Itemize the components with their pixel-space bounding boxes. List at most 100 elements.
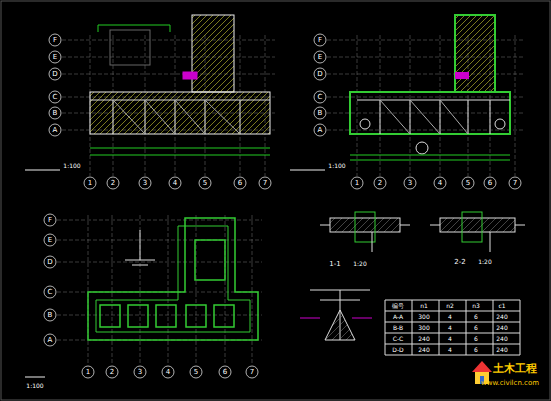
- axis-bubble: [462, 177, 474, 189]
- table-cell: 240: [496, 314, 507, 320]
- axis-bubble: [314, 91, 326, 103]
- axis-bubble: [190, 366, 202, 378]
- table-cell: 6: [474, 325, 478, 331]
- axis-bubble: [314, 51, 326, 63]
- scale-label: 1:20: [353, 261, 366, 267]
- table-cell: 240: [496, 336, 507, 342]
- axis-label: D: [52, 71, 57, 78]
- table-cell: n3: [472, 303, 480, 309]
- axis-line: [327, 113, 525, 114]
- axis-bubble: [44, 334, 56, 346]
- axis-line: [196, 215, 197, 365]
- axis-line: [112, 215, 113, 365]
- axis-label: 3: [138, 369, 142, 376]
- axis-label: C: [53, 94, 58, 101]
- axis-bubble: [82, 366, 94, 378]
- axis-label: 1: [86, 369, 90, 376]
- axis-bubble: [49, 107, 61, 119]
- axis-label: E: [48, 237, 52, 244]
- axis-bubble: [44, 234, 56, 246]
- table-cell: 4: [448, 325, 452, 331]
- table-cell: 4: [448, 347, 452, 353]
- axis-bubble: [314, 124, 326, 136]
- axis-line: [327, 130, 525, 131]
- axis-label: A: [48, 337, 53, 344]
- axis-line: [57, 220, 262, 221]
- axis-label: D: [317, 71, 322, 78]
- axis-bubble: [374, 177, 386, 189]
- axis-line: [88, 215, 89, 365]
- axis-bubble: [49, 34, 61, 46]
- table-cell: C-C: [393, 336, 404, 342]
- axis-label: B: [53, 110, 58, 117]
- table-cell: c1: [498, 303, 505, 309]
- table-cell: D-D: [392, 347, 403, 353]
- watermark: 土木工程: [493, 363, 537, 374]
- table-cell: n2: [446, 303, 454, 309]
- axis-label: B: [318, 110, 323, 117]
- axis-bubble: [219, 366, 231, 378]
- axis-label: 2: [110, 369, 114, 376]
- axis-label: 6: [238, 180, 242, 187]
- axis-label: 4: [166, 369, 170, 376]
- axis-label: 5: [203, 180, 207, 187]
- axis-bubble: [234, 177, 246, 189]
- axis-bubble: [49, 68, 61, 80]
- axis-label: 3: [143, 180, 147, 187]
- axis-label: 6: [223, 369, 227, 376]
- axis-label: C: [48, 289, 53, 296]
- scale-label: 1:100: [26, 383, 43, 389]
- scale-label: 1:100: [63, 163, 80, 169]
- axis-label: E: [318, 54, 322, 61]
- table-cell: 6: [474, 314, 478, 320]
- axis-label: B: [48, 312, 53, 319]
- scale-label: 1:20: [478, 259, 491, 265]
- axis-bubble: [404, 177, 416, 189]
- axis-bubble: [44, 214, 56, 226]
- axis-bubble: [509, 177, 521, 189]
- axis-bubble: [134, 366, 146, 378]
- table-cell: 6: [474, 347, 478, 353]
- scale-label: 1-1: [329, 261, 340, 268]
- table-cell: 6: [474, 336, 478, 342]
- axis-line: [62, 40, 275, 41]
- axis-bubble: [84, 177, 96, 189]
- axis-label: F: [53, 37, 57, 44]
- table-cell: A-A: [393, 314, 403, 320]
- axis-line: [62, 74, 275, 75]
- axis-bubble: [49, 91, 61, 103]
- table-cell: 240: [418, 336, 429, 342]
- axis-label: 4: [438, 180, 442, 187]
- axis-bubble: [44, 309, 56, 321]
- axis-label: 5: [194, 369, 198, 376]
- watermark: www.civilcn.com: [481, 380, 539, 387]
- axis-label: 2: [111, 180, 115, 187]
- axis-label: 6: [488, 180, 492, 187]
- axis-label: 1: [355, 180, 359, 187]
- axis-bubble: [44, 286, 56, 298]
- axis-bubble: [314, 107, 326, 119]
- axis-line: [225, 215, 226, 365]
- axis-label: 5: [466, 180, 470, 187]
- axis-line: [57, 262, 262, 263]
- axis-label: 7: [250, 369, 254, 376]
- table-cell: 编号: [392, 303, 404, 309]
- axis-line: [327, 97, 525, 98]
- axis-label: 1: [88, 180, 92, 187]
- axis-bubble: [484, 177, 496, 189]
- axis-bubble: [49, 51, 61, 63]
- axis-line: [168, 215, 169, 365]
- axis-label: D: [47, 259, 52, 266]
- axis-bubble: [139, 177, 151, 189]
- table-cell: 300: [418, 325, 429, 331]
- axis-line: [62, 57, 275, 58]
- axis-bubble: [434, 177, 446, 189]
- axis-label: 7: [513, 180, 517, 187]
- axis-bubble: [44, 256, 56, 268]
- table-cell: 4: [448, 314, 452, 320]
- table-cell: n1: [420, 303, 428, 309]
- axis-bubble: [314, 34, 326, 46]
- axis-label: 4: [173, 180, 177, 187]
